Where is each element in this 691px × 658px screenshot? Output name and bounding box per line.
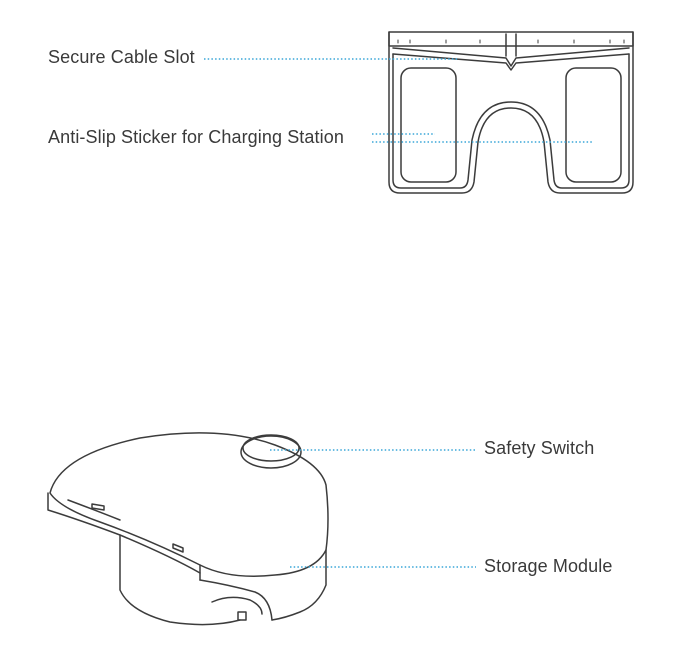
label-storage-module: Storage Module: [484, 556, 613, 576]
storage-module-drawing: [47, 432, 329, 626]
label-secure-cable-slot: Secure Cable Slot: [48, 47, 195, 67]
label-safety-switch: Safety Switch: [484, 438, 595, 458]
label-anti-slip-sticker: Anti-Slip Sticker for Charging Station: [48, 127, 344, 147]
charging-station-base-drawing: [388, 31, 634, 194]
